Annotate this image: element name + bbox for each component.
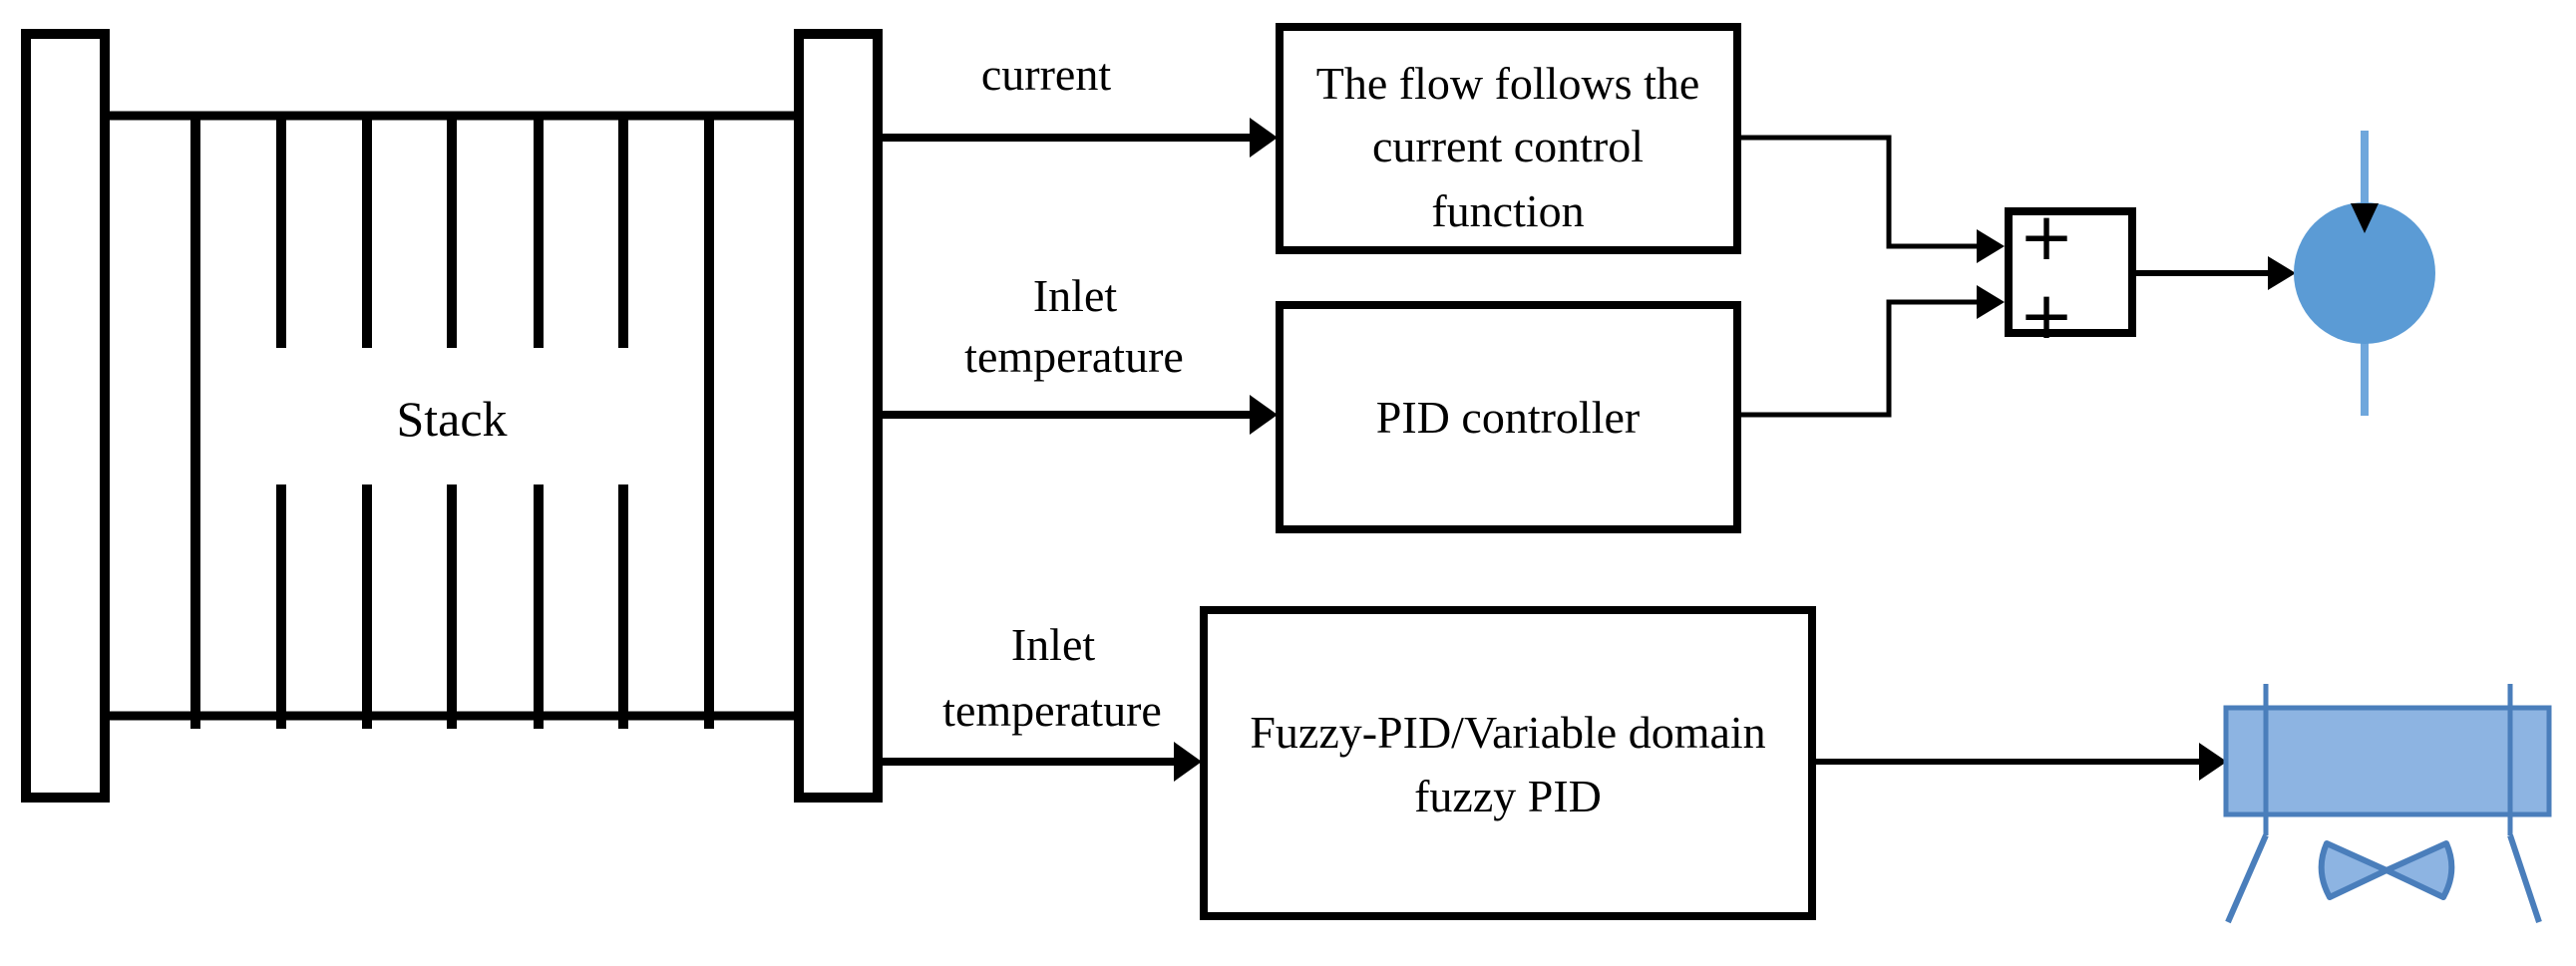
summer-input-connectors: [1741, 135, 2005, 418]
pump-input-arrowhead-icon: [2268, 256, 2296, 290]
fuel-cell-stack: Stack: [21, 29, 883, 803]
stack-left-end-plate: [21, 29, 110, 803]
inlet-mid-arrowhead-icon: [1250, 395, 1278, 435]
signal-inlet-temperature-bottom: Inlet temperature: [883, 619, 1202, 782]
signal-inlet-temperature-mid: Inlet temperature: [883, 270, 1278, 435]
fuzzy-pid-box: Fuzzy-PID/Variable domain fuzzy PID: [1200, 606, 1816, 920]
summer-bottom-arrowhead-icon: [1977, 285, 2005, 319]
summer-to-pump: [2136, 256, 2296, 290]
pid-controller-box: PID controller: [1276, 301, 1741, 533]
summing-block-frame: [2005, 207, 2136, 337]
pump-icon: [2294, 202, 2435, 344]
fuzzy-box-text-line1: Fuzzy-PID/Variable domain: [1250, 707, 1765, 758]
pid-box-label: PID controller: [1376, 392, 1640, 443]
flow-function-text-line1: The flow follows the: [1316, 58, 1700, 109]
pid-to-summer-line: [1741, 299, 1977, 418]
summing-plus-bottom: +: [2019, 277, 2073, 354]
inlet-bottom-label-line1: Inlet: [1011, 619, 1096, 670]
summing-block: + +: [2005, 198, 2136, 354]
fuzzy-box-frame: [1200, 606, 1816, 920]
flow-function-text-line3: function: [1431, 185, 1584, 236]
fuzzy-to-heat-exchanger: [1816, 743, 2227, 781]
stack-label: Stack: [396, 391, 507, 447]
signal-current: current: [883, 49, 1278, 158]
hx-right-leg: [2507, 834, 2542, 923]
inlet-bottom-label-line2: temperature: [942, 685, 1162, 736]
inlet-mid-label-line2: temperature: [964, 331, 1184, 382]
flow-function-box-frame: [1276, 23, 1741, 254]
summing-plus-top: +: [2019, 198, 2073, 275]
stack-right-end-plate: [794, 29, 883, 803]
pump: [2294, 131, 2435, 416]
fan-blade-right-icon: [2384, 840, 2455, 900]
flow-function-to-summer-line: [1741, 135, 1977, 249]
flow-function-box: The flow follows the current control fun…: [1276, 23, 1741, 254]
summer-top-arrowhead-icon: [1977, 229, 2005, 263]
pump-flow-arrowhead-icon: [2351, 203, 2379, 233]
flow-function-text-line2: current control: [1372, 121, 1644, 171]
pid-box-frame: [1276, 301, 1741, 533]
fuzzy-box-text-line2: fuzzy PID: [1414, 771, 1602, 821]
heat-exchanger: [2223, 684, 2552, 924]
current-arrowhead-icon: [1250, 118, 1278, 158]
current-label: current: [981, 49, 1111, 100]
inlet-bottom-arrowhead-icon: [1174, 742, 1202, 782]
hx-input-arrowhead-icon: [2199, 743, 2227, 781]
fan-blade-left-icon: [2318, 840, 2390, 900]
heat-exchanger-body: [2223, 705, 2552, 817]
hx-left-leg: [2225, 833, 2269, 924]
inlet-mid-label-line1: Inlet: [1033, 270, 1118, 321]
